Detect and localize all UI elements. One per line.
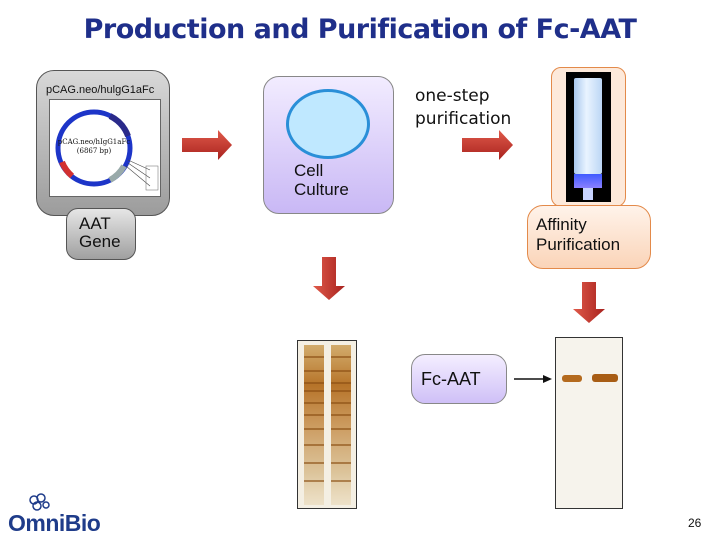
pointer-arrow-icon bbox=[514, 375, 552, 383]
crude-gel-image bbox=[297, 340, 357, 509]
one-step-label: one-step purification bbox=[415, 86, 512, 129]
down-arrow-icon bbox=[573, 282, 605, 323]
column-tip bbox=[583, 188, 593, 200]
down-arrow-icon bbox=[313, 257, 345, 300]
page-number: 26 bbox=[688, 516, 702, 530]
gene-label: AAT Gene bbox=[66, 208, 136, 260]
right-arrow-icon bbox=[462, 130, 513, 160]
column-resin bbox=[574, 174, 602, 188]
slide-title: Production and Purification of Fc-AAT bbox=[83, 14, 637, 45]
column-tube-icon bbox=[574, 78, 602, 174]
fc-aat-label: Fc-AAT bbox=[411, 354, 507, 404]
gel-band-lane1 bbox=[562, 375, 582, 382]
affinity-label: Affinity Purification bbox=[527, 205, 651, 269]
culture-dish-icon bbox=[286, 89, 370, 159]
omnibio-logo-text: OmniBio bbox=[8, 510, 101, 536]
culture-label: Cell Culture bbox=[294, 161, 349, 199]
plasmid-map-image: pCAG.neo/hIgG1aFc (6867 bp) bbox=[49, 99, 161, 197]
gel-band-lane2 bbox=[592, 374, 618, 382]
omnibio-logo-icon bbox=[29, 493, 50, 511]
plasmid-label: pCAG.neo/hulgG1aFc bbox=[46, 84, 155, 96]
plasmid-map-size: (6867 bp) bbox=[77, 147, 112, 155]
plasmid-map-icon: pCAG.neo/hIgG1aFc (6867 bp) bbox=[55, 109, 159, 191]
right-arrow-icon bbox=[182, 130, 232, 160]
purified-gel-image bbox=[555, 337, 623, 509]
plasmid-map-name: pCAG.neo/hIgG1aFc bbox=[58, 138, 131, 146]
